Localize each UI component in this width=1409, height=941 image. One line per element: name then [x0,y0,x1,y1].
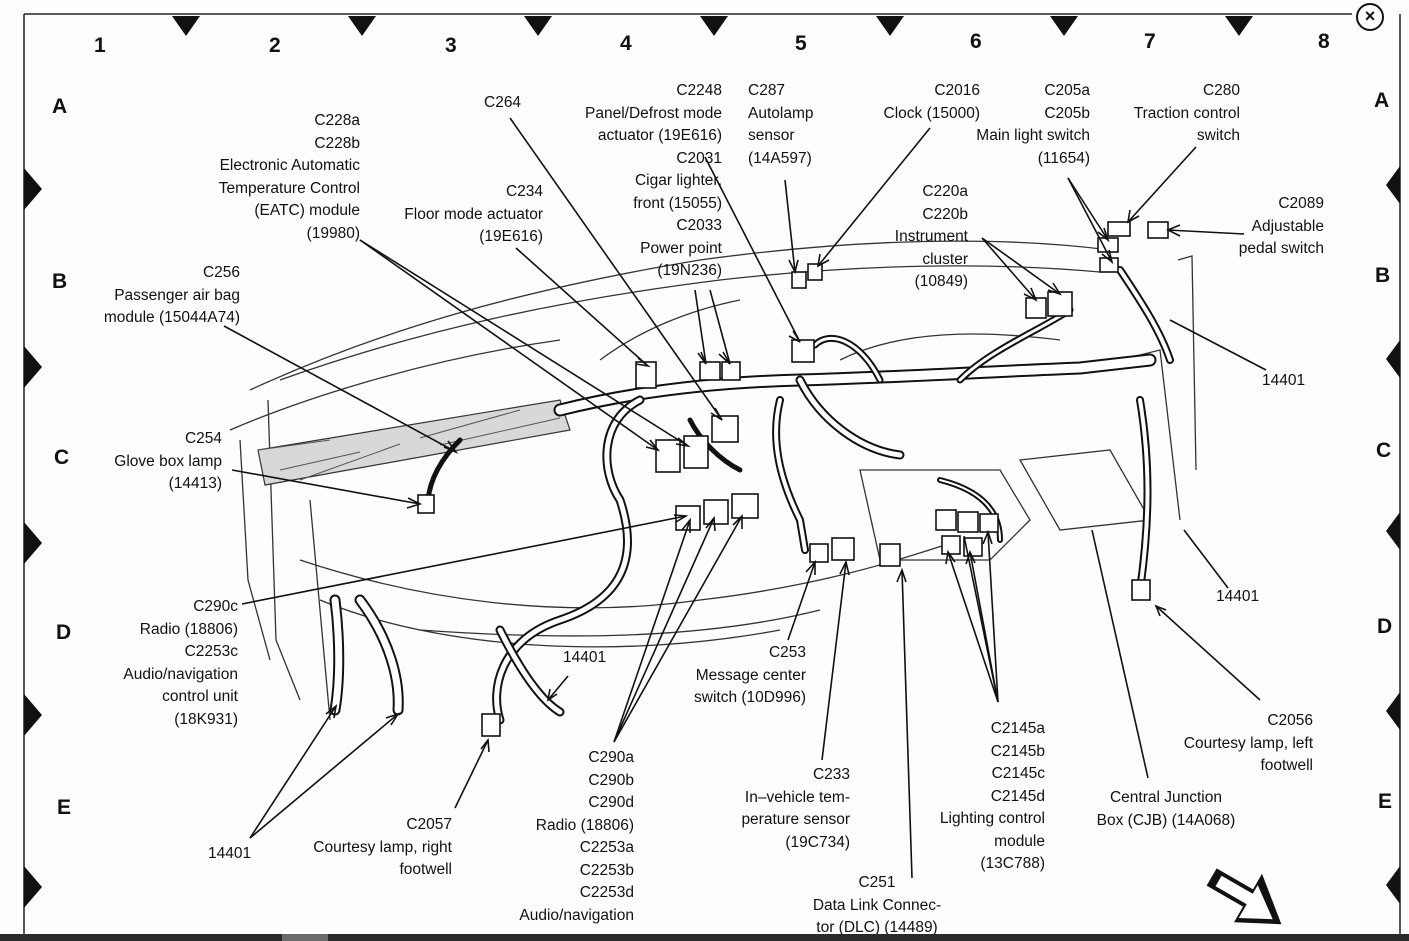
grid-row-a-left: A [52,95,68,118]
label-c228-eatc-module: C228a C228b Electronic Automatic Tempera… [218,112,360,242]
label-c2248-c2031-c2033: C2248 Panel/Defrost mode actuator (19E61… [585,82,722,279]
label-c290a-radio-audio-nav: C290a C290b C290d Radio (18806) C2253a C… [519,749,634,924]
label-c287-autolamp-sensor: C287 Autolamp sensor (14A597) [748,82,814,167]
grid-row-c-right: C [1376,439,1392,462]
connectors [417,221,1169,737]
grid-column-4: 4 [620,32,632,55]
grid-column-2: 2 [269,34,281,57]
label-c280-traction-control-switch: C280 Traction control switch [1133,82,1240,144]
grid-row-b-left: B [52,270,68,293]
label-c2145-lighting-control-module: C2145a C2145b C2145c C2145d Lighting con… [939,720,1045,872]
grid-column-6: 6 [970,30,982,53]
top-zone-markers [172,16,1253,36]
label-c220-instrument-cluster: C220a C220b Instrument cluster (10849) [894,183,968,290]
label-c233-temperature-sensor: C233 In–vehicle tem- perature sensor (19… [741,766,850,851]
label-c2089-adjustable-pedal-switch: C2089 Adjustable pedal switch [1238,195,1324,257]
wiring-harness [329,266,1174,725]
label-c2057-courtesy-lamp-right: C2057 Courtesy lamp, right footwell [313,816,452,878]
scrollbar-thumb[interactable] [282,934,328,941]
grid-row-d-right: D [1377,615,1393,638]
close-button[interactable]: × [1356,3,1384,31]
label-c290c-radio-audio-nav: C290c Radio (18806) C2253c Audio/navigat… [123,598,238,728]
label-c254-glove-box-lamp: C254 Glove box lamp (14413) [114,430,222,492]
label-c256-passenger-air-bag: C256 Passenger air bag module (15044A74) [103,264,240,326]
label-central-junction-box: Central Junction Box (CJB) (14A068) [1096,789,1236,829]
grid-column-1: 1 [94,34,106,57]
left-zone-markers [24,168,42,908]
label-14401-center: 14401 [563,649,607,666]
label-c253-message-center-switch: C253 Message center switch (10D996) [694,644,806,706]
grid-column-7: 7 [1144,30,1156,53]
grid-row-d-left: D [56,621,72,644]
grid-column-8: 8 [1318,30,1330,53]
label-c2016-clock: C2016 Clock (15000) [883,82,981,122]
right-zone-markers [1386,166,1400,904]
grid-row-e-left: E [57,796,72,819]
grid-row-c-left: C [54,446,70,469]
label-14401-right-mid: 14401 [1216,588,1260,605]
label-c2056-courtesy-lamp-left: C2056 Courtesy lamp, left footwell [1183,712,1313,774]
label-c205-main-light-switch: C205a C205b Main light switch (11654) [976,82,1090,167]
label-c264: C264 [484,94,522,111]
grid-row-e-right: E [1378,790,1393,813]
label-c234-floor-mode-actuator: C234 Floor mode actuator (19E616) [404,183,543,245]
label-14401-left: 14401 [208,845,252,862]
label-c251-data-link-connector: C251 Data Link Connec- tor (DLC) (14489) [812,874,942,936]
grid-column-3: 3 [445,34,457,57]
grid-row-a-right: A [1374,89,1390,112]
next-page-arrow-icon[interactable] [1200,862,1296,930]
grid-column-5: 5 [795,32,807,55]
label-14401-right-upper: 14401 [1262,372,1306,389]
leader-lines [223,117,1267,879]
horizontal-scrollbar[interactable] [0,934,1409,941]
hvac-duct [257,399,571,486]
grid-row-b-right: B [1375,264,1391,287]
